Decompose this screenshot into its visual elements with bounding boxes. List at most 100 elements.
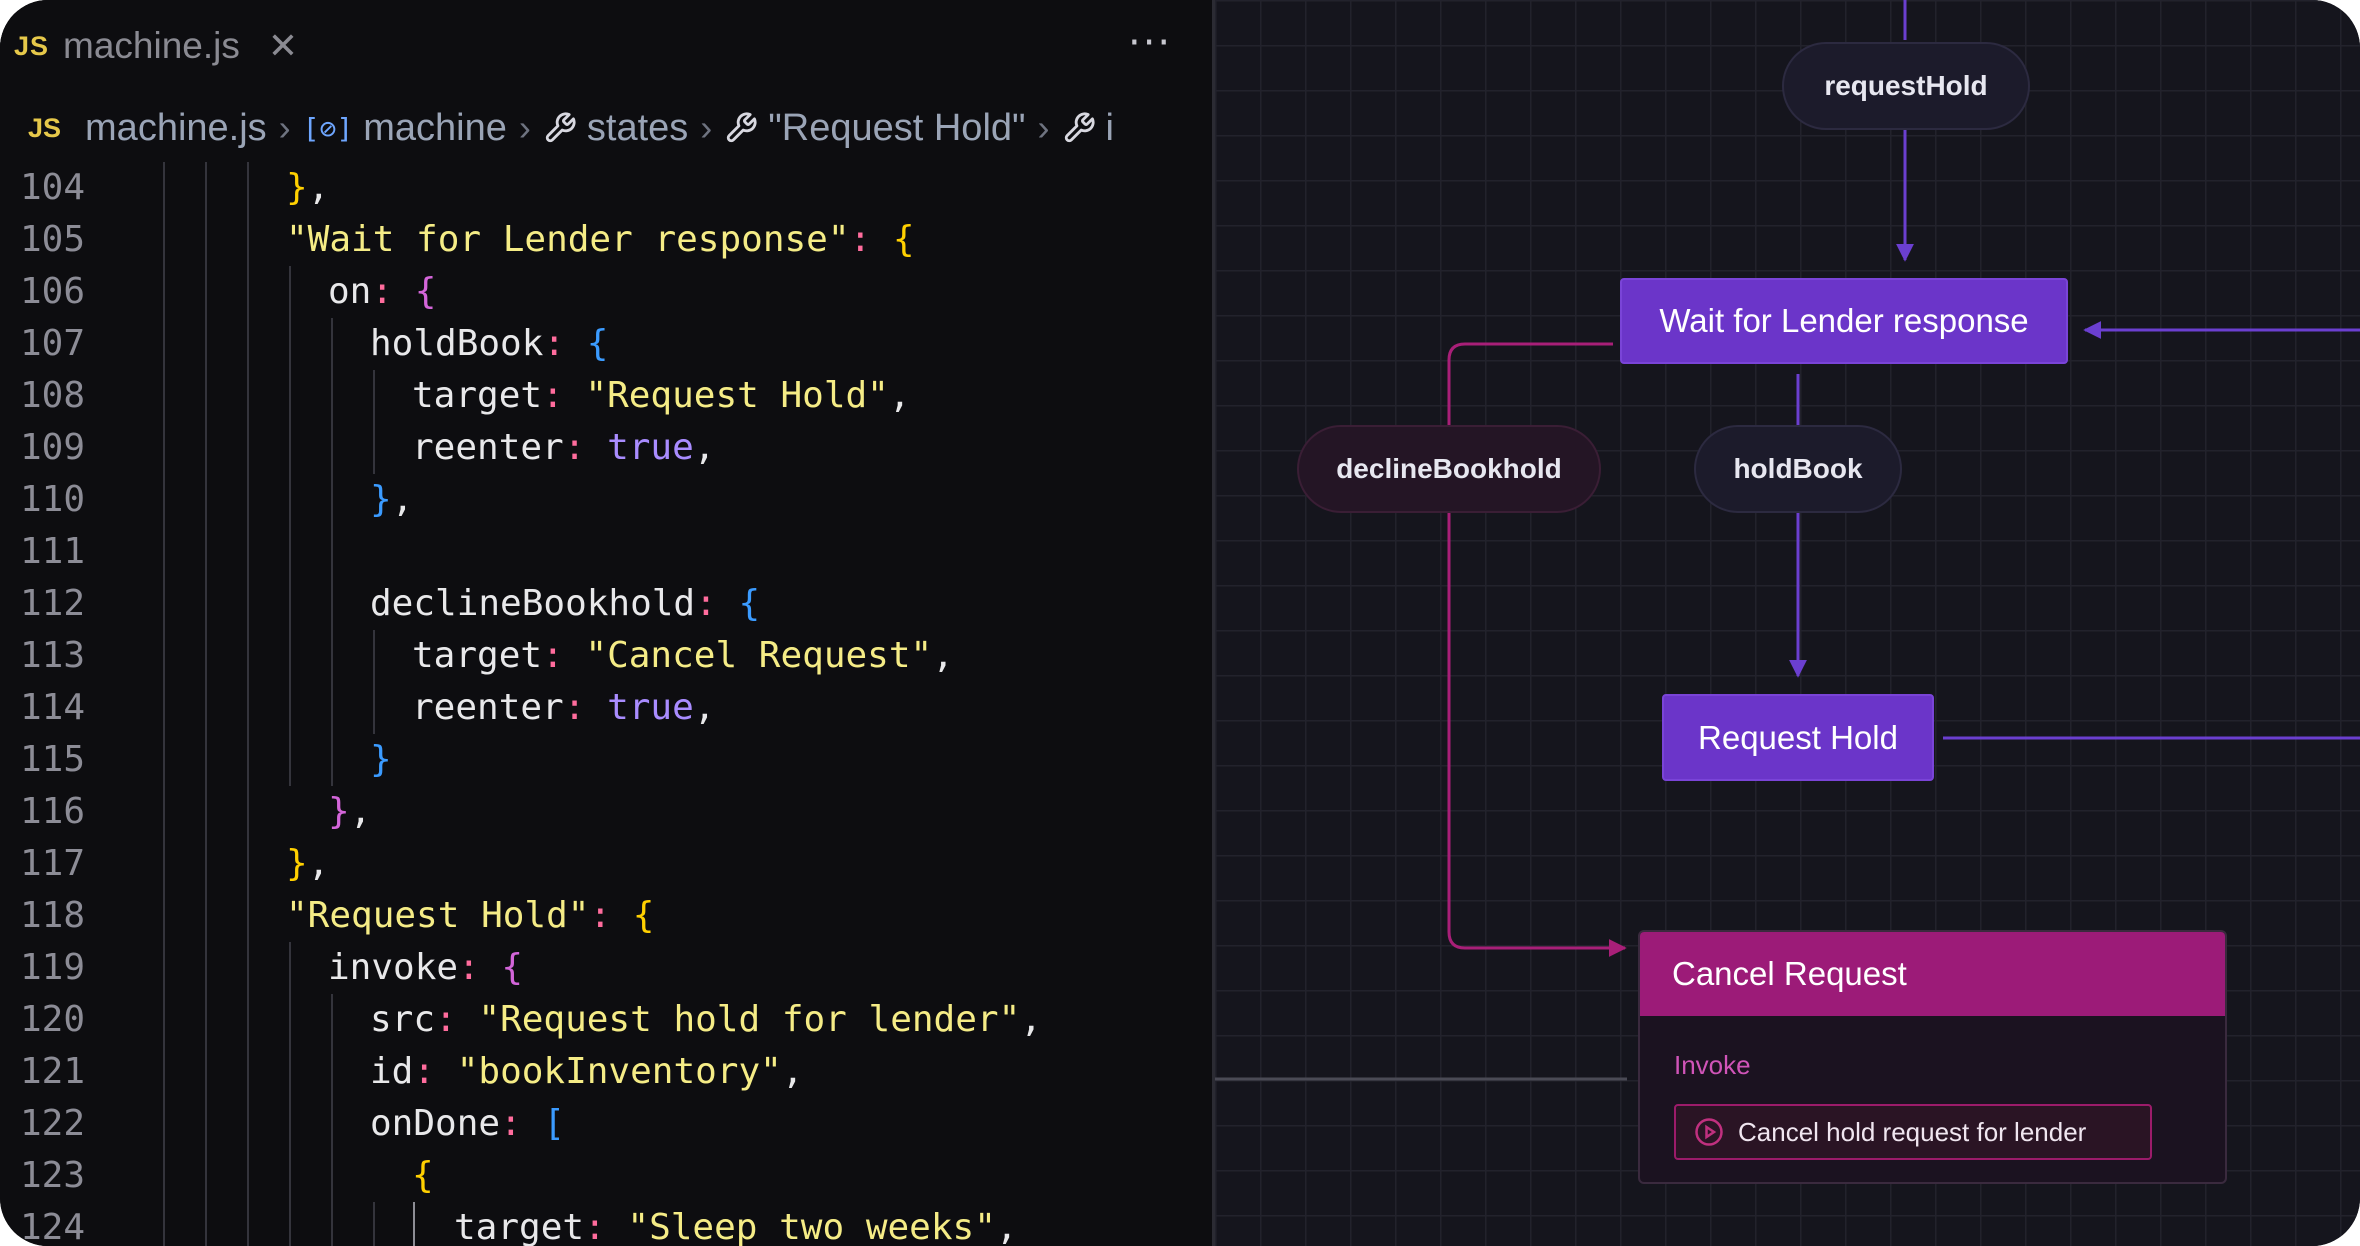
code-area[interactable]: 104},105"Wait for Lender response": {106… bbox=[0, 162, 1212, 1246]
line-number: 110 bbox=[20, 479, 86, 520]
breadcrumb-item-invoke[interactable]: i bbox=[1062, 107, 1114, 150]
line-number: 116 bbox=[20, 791, 86, 832]
code-line[interactable]: 116}, bbox=[0, 786, 1212, 838]
state-wait-for-lender-response[interactable]: Wait for Lender response bbox=[1620, 278, 2068, 364]
breadcrumb-item-file[interactable]: JS machine.js bbox=[28, 107, 267, 150]
code-editor: JS machine.js ✕ ··· JS machine.js › [⊘] … bbox=[0, 0, 1212, 1246]
breadcrumb-label: states bbox=[586, 106, 689, 149]
code-line[interactable]: 117}, bbox=[0, 838, 1212, 890]
code-token: : bbox=[413, 1051, 457, 1092]
state-request-hold[interactable]: Request Hold bbox=[1662, 694, 1934, 781]
indent-guide bbox=[373, 1202, 375, 1246]
state-label: Cancel Request bbox=[1672, 955, 1907, 992]
line-number: 106 bbox=[20, 271, 86, 312]
breadcrumb-item-machine[interactable]: [⊘] machine bbox=[303, 107, 507, 150]
breadcrumb-item-request-hold[interactable]: "Request Hold" bbox=[724, 107, 1026, 150]
chevron-right-icon: › bbox=[700, 107, 713, 148]
code-token: { bbox=[412, 1155, 434, 1196]
line-number: 118 bbox=[20, 895, 86, 936]
line-number: 119 bbox=[20, 947, 86, 988]
code-token: { bbox=[586, 323, 609, 364]
indent-guide bbox=[289, 266, 291, 786]
code-token: onDone bbox=[370, 1103, 501, 1144]
indent-guide bbox=[247, 162, 249, 1246]
code-token: , bbox=[307, 843, 330, 884]
code-text: reenter: true, bbox=[412, 682, 715, 734]
state-diagram-canvas[interactable]: requestHold Wait for Lender response dec… bbox=[1215, 0, 2360, 1246]
line-number: 107 bbox=[20, 323, 86, 364]
code-token: , bbox=[349, 791, 372, 832]
code-line[interactable]: 105"Wait for Lender response": { bbox=[0, 214, 1212, 266]
invoke-label: Invoke bbox=[1674, 1050, 1751, 1080]
code-token: "bookInventory" bbox=[456, 1051, 782, 1092]
wrench-icon bbox=[727, 112, 757, 143]
code-token: reenter bbox=[412, 687, 564, 728]
code-token: "Request hold for lender" bbox=[478, 999, 1021, 1040]
play-circle-icon bbox=[1695, 1118, 1723, 1146]
code-line[interactable]: 111 bbox=[0, 526, 1212, 578]
code-token: : bbox=[543, 323, 587, 364]
chevron-right-icon: › bbox=[518, 107, 531, 148]
line-number: 104 bbox=[20, 167, 86, 208]
event-label: holdBook bbox=[1733, 453, 1863, 484]
indent-guide-active bbox=[413, 1202, 415, 1246]
code-text: target: "Sleep two weeks", bbox=[454, 1202, 1018, 1246]
code-line[interactable]: 118"Request Hold": { bbox=[0, 890, 1212, 942]
code-line[interactable]: 110}, bbox=[0, 474, 1212, 526]
event-decline-bookhold[interactable]: declineBookhold bbox=[1297, 425, 1601, 513]
code-token: , bbox=[693, 427, 716, 468]
wrench-icon bbox=[545, 112, 576, 143]
code-token: invoke bbox=[328, 947, 459, 988]
code-text: }, bbox=[370, 474, 413, 526]
state-header: Cancel Request bbox=[1640, 932, 2225, 1016]
code-token: : bbox=[458, 947, 502, 988]
tab-machine-js[interactable]: JS machine.js ✕ bbox=[0, 0, 298, 92]
code-token: [ bbox=[543, 1103, 566, 1144]
indent-guide bbox=[289, 942, 291, 1246]
code-line[interactable]: 104}, bbox=[0, 162, 1212, 214]
line-number: 109 bbox=[20, 427, 86, 468]
code-token: : bbox=[500, 1103, 544, 1144]
code-token: true bbox=[607, 427, 694, 468]
code-token: { bbox=[738, 583, 761, 624]
code-token: "Request Hold" bbox=[585, 375, 889, 416]
pane-divider[interactable] bbox=[1212, 0, 1215, 1246]
breadcrumb-label: i bbox=[1105, 106, 1114, 149]
code-text: "Wait for Lender response": { bbox=[286, 214, 915, 266]
state-cancel-request[interactable]: Cancel Request Invoke Cancel hold reques… bbox=[1638, 930, 2227, 1184]
indent-guide bbox=[205, 162, 207, 1246]
close-icon[interactable]: ✕ bbox=[267, 25, 299, 67]
js-file-icon: JS bbox=[14, 30, 50, 61]
code-token: "Wait for Lender response" bbox=[286, 219, 850, 260]
breadcrumb-item-states[interactable]: states bbox=[543, 107, 688, 150]
code-token: { bbox=[892, 219, 915, 260]
wrench-icon bbox=[1064, 112, 1095, 143]
invoke-action[interactable]: Cancel hold request for lender bbox=[1674, 1104, 2152, 1160]
code-text: src: "Request hold for lender", bbox=[370, 994, 1042, 1046]
code-token: , bbox=[932, 635, 954, 676]
object-icon: [⊘] bbox=[302, 111, 354, 145]
edge-declinebookhold-to-cancel bbox=[1447, 513, 1627, 957]
more-icon[interactable]: ··· bbox=[1128, 20, 1173, 66]
code-token: : bbox=[589, 895, 633, 936]
event-request-hold[interactable]: requestHold bbox=[1782, 42, 2030, 130]
code-token: declineBookhold bbox=[370, 583, 696, 624]
code-line[interactable]: 115} bbox=[0, 734, 1212, 786]
code-token: reenter bbox=[412, 427, 564, 468]
code-line[interactable]: 123{ bbox=[0, 1150, 1212, 1202]
event-hold-book[interactable]: holdBook bbox=[1694, 425, 1902, 513]
code-text: target: "Cancel Request", bbox=[412, 630, 954, 682]
code-token: : bbox=[584, 1207, 628, 1246]
